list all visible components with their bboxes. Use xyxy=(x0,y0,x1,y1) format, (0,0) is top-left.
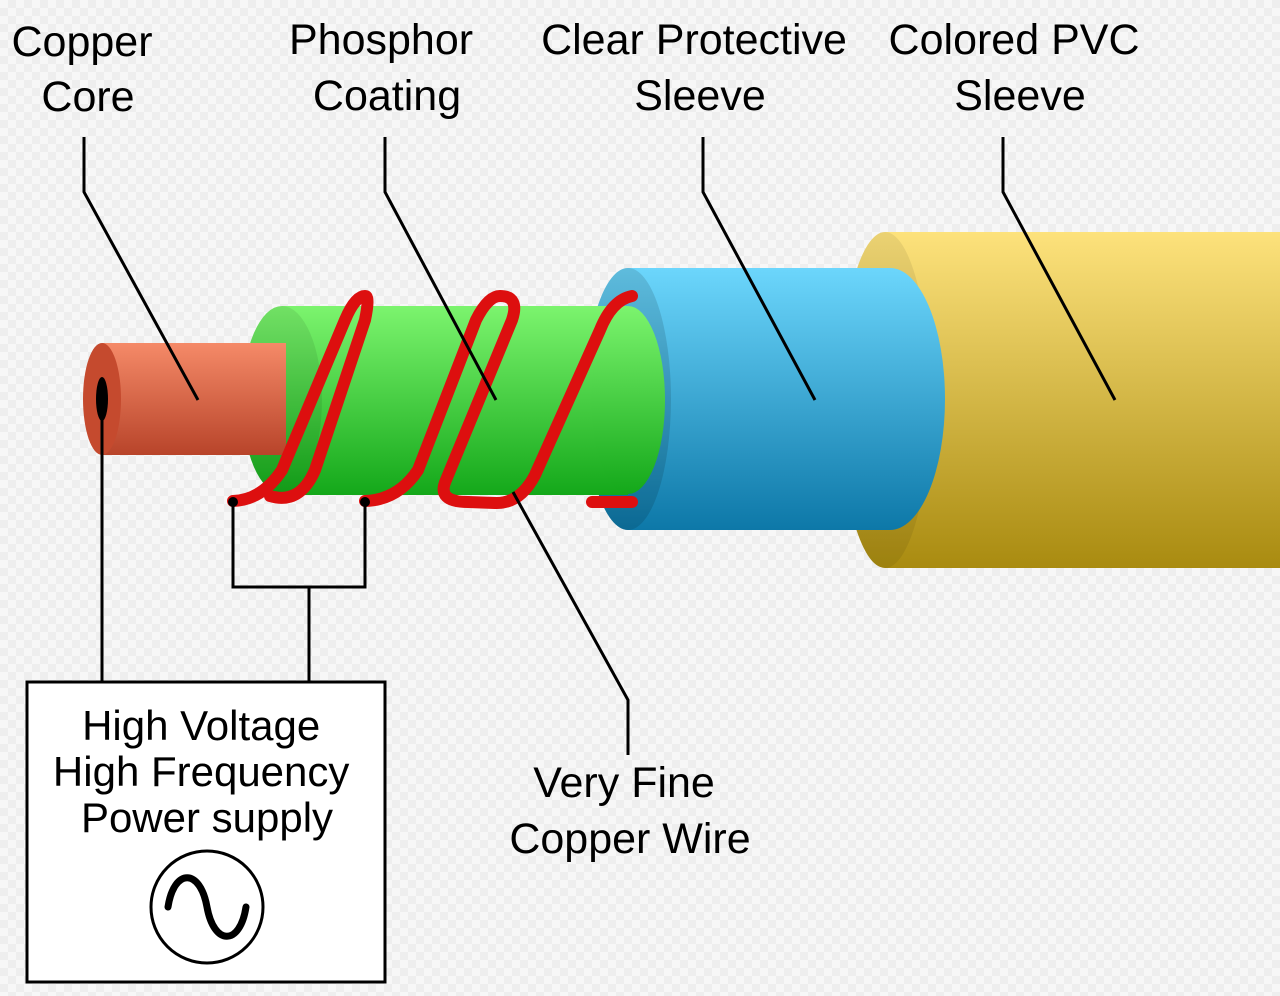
power-supply-label: High Voltage High Frequency Power supply xyxy=(53,702,361,841)
fine-copper-wire xyxy=(227,290,638,509)
label-copper-core: Copper Core xyxy=(12,18,165,121)
power-supply-box: High Voltage High Frequency Power supply xyxy=(25,680,387,984)
label-very-fine-copper-wire: Very Fine Copper Wire xyxy=(509,759,750,863)
ac-source-icon xyxy=(149,849,265,965)
copper-core xyxy=(83,343,286,455)
leader-lines xyxy=(82,137,1117,755)
label-clear-protective-sleeve: Clear Protective Sleeve xyxy=(541,16,859,120)
label-colored-pvc-sleeve: Colored PVC Sleeve xyxy=(889,16,1152,120)
circuit-wires xyxy=(100,399,367,682)
label-phosphor-coating: Phosphor Coating xyxy=(289,16,485,120)
